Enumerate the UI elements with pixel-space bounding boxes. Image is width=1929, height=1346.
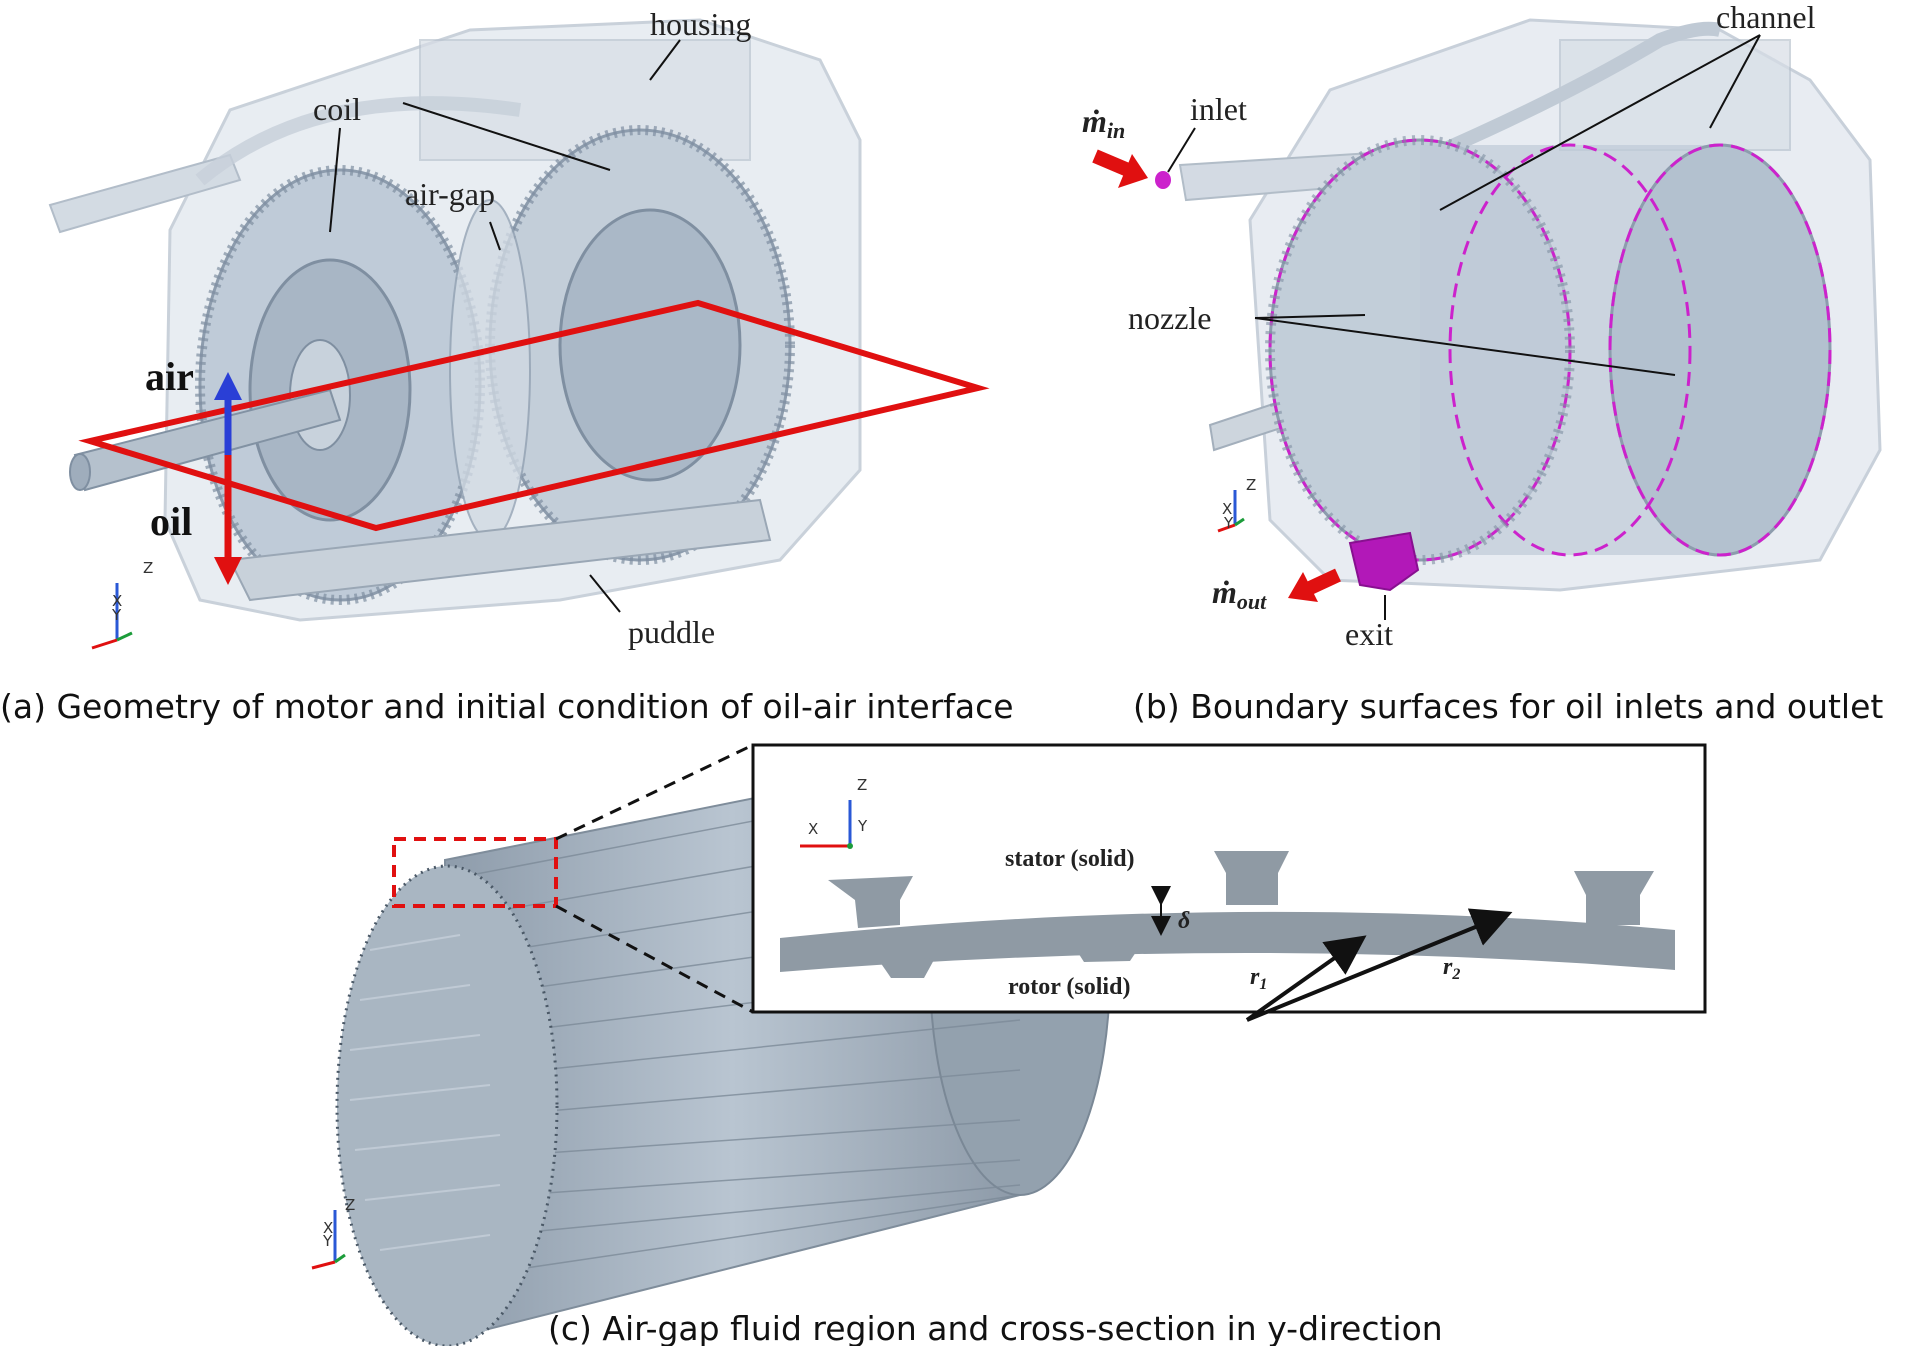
axis-x-a: X xyxy=(112,592,122,610)
leader-air-gap xyxy=(489,221,501,251)
label-oil: oil xyxy=(150,499,192,544)
cross-section-shape xyxy=(780,911,1675,972)
axis-y-c: Y xyxy=(322,1232,333,1250)
r2-arrow xyxy=(1246,908,1513,1022)
label-air: air xyxy=(145,354,194,399)
leader-channel-2 xyxy=(1709,34,1761,129)
panel-c: stator (solid) rotor (solid) δ r1 r2 Z Y… xyxy=(311,743,1707,1346)
panel-b: channel inlet nozzle exit ṁin ṁout Z Y X… xyxy=(1082,0,1883,726)
rotor-bump-2 xyxy=(1075,946,1140,962)
label-m-in: ṁin xyxy=(1082,103,1125,143)
label-stator: stator (solid) xyxy=(1005,846,1135,872)
axis-triad-b: Z Y X xyxy=(1217,476,1256,533)
axis-y-a: Y xyxy=(111,606,122,624)
label-m-out: ṁout xyxy=(1212,574,1267,614)
leader-coil-right xyxy=(402,102,611,171)
axis-triad-c: Z Y X xyxy=(311,1196,355,1270)
panel-a: housing coil air-gap air oil puddle Z Y … xyxy=(0,6,1014,726)
caption-b: (b) Boundary surfaces for oil inlets and… xyxy=(1133,687,1883,726)
inlet-flow-arrow xyxy=(1092,149,1148,188)
leader-puddle xyxy=(589,574,621,613)
air-gap-region xyxy=(449,199,531,541)
r1-arrow xyxy=(1245,935,1367,1022)
zoom-region-box xyxy=(392,837,558,908)
caption-a: (a) Geometry of motor and initial condit… xyxy=(0,687,1014,726)
leader-coil-left xyxy=(329,127,341,233)
label-housing: housing xyxy=(650,6,751,42)
axis-z-inset: Z xyxy=(857,776,867,794)
oil-air-interface-plane xyxy=(78,299,990,532)
label-delta: δ xyxy=(1178,908,1190,934)
label-puddle: puddle xyxy=(628,614,715,650)
cross-section-inset: stator (solid) rotor (solid) δ r1 r2 Z Y… xyxy=(751,743,1707,1022)
label-rotor: rotor (solid) xyxy=(1008,974,1130,1000)
leader-nozzle-1 xyxy=(1254,314,1366,319)
leader-nozzle-2 xyxy=(1254,317,1676,376)
label-coil: coil xyxy=(313,91,361,127)
caption-c: (c) Air-gap fluid region and cross-secti… xyxy=(548,1309,1443,1346)
rotor-bump-1 xyxy=(880,958,935,978)
stator-tooth-1 xyxy=(828,876,913,928)
inlet-surface xyxy=(1155,171,1171,189)
stator-cylinder-b xyxy=(1265,135,1832,565)
axis-z-b: Z xyxy=(1246,476,1256,494)
leader-inlet xyxy=(1167,127,1196,173)
label-exit: exit xyxy=(1345,616,1393,652)
axis-x-c: X xyxy=(323,1219,333,1237)
axis-z-c: Z xyxy=(345,1196,355,1214)
zoom-connector-top xyxy=(555,743,754,841)
label-nozzle: nozzle xyxy=(1128,300,1212,336)
axis-x-b: X xyxy=(1222,500,1232,518)
axis-triad-inset: Z Y X xyxy=(800,776,868,849)
label-inlet: inlet xyxy=(1190,91,1247,127)
label-air-gap: air-gap xyxy=(405,176,495,212)
axis-y-b: Y xyxy=(1223,514,1234,532)
stator-tooth-3 xyxy=(1574,871,1654,925)
outlet-flow-arrow xyxy=(1288,568,1341,602)
label-r1: r1 xyxy=(1250,964,1267,993)
leader-housing xyxy=(649,39,681,81)
leader-channel-1 xyxy=(1439,34,1761,211)
stator-tooth-2 xyxy=(1214,851,1289,905)
air-arrow-head xyxy=(214,372,242,400)
label-r2: r2 xyxy=(1443,954,1460,983)
label-channel: channel xyxy=(1716,0,1816,35)
axis-z-a: Z xyxy=(143,559,153,577)
oil-arrow-head xyxy=(214,557,242,585)
axis-y-inset: Y xyxy=(857,817,868,835)
exit-surface xyxy=(1348,531,1420,592)
coil-ring-right xyxy=(485,125,795,565)
zoom-connector-bottom xyxy=(555,904,754,1014)
axis-triad-a: Z Y X xyxy=(91,559,153,650)
axis-x-inset: X xyxy=(808,820,818,838)
oil-puddle xyxy=(228,498,772,602)
